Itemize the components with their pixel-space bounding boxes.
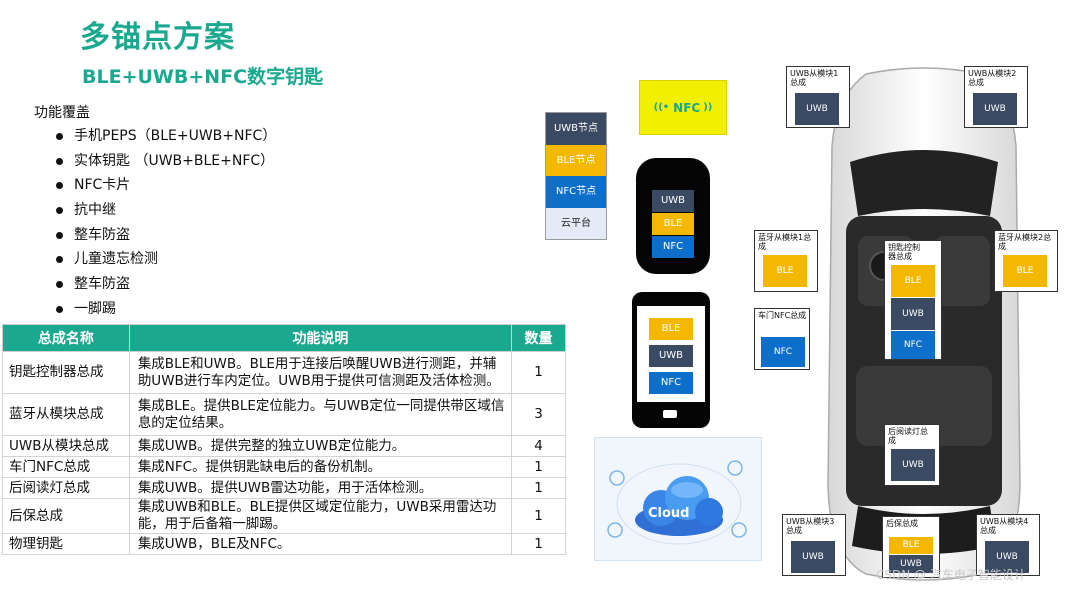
feature-item: 手机PEPS（BLE+UWB+NFC） [56, 124, 276, 149]
page-subtitle: BLE+UWB+NFC数字钥匙 [82, 66, 324, 88]
cell-qty: 4 [511, 435, 566, 457]
cell-name: 钥匙控制器总成 [2, 351, 130, 394]
cloud-illustration: Cloud [594, 437, 762, 561]
feature-item: 儿童遗忘检测 [56, 247, 276, 272]
feature-item: 一脚踢 [56, 297, 276, 322]
cell-name: 车门NFC总成 [2, 456, 130, 478]
cell-desc: 集成BLE和UWB。BLE用于连接后唤醒UWB进行测距，并辅助UWB进行车内定位… [128, 351, 513, 394]
table-row: 钥匙控制器总成 集成BLE和UWB。BLE用于连接后唤醒UWB进行测距，并辅助U… [2, 351, 566, 394]
cell-desc: 集成UWB和BLE。BLE提供区域定位能力，UWB采用雷达功能，用于后备箱一脚踢… [128, 498, 513, 534]
nfc-card: ((• NFC )) [639, 80, 727, 135]
key-ctrl-uwb-chip: UWB [891, 298, 935, 330]
uwb4-chip: UWB [985, 541, 1029, 573]
watermark: CSDN @ 汽车电子智能设计 [876, 568, 1026, 582]
cell-desc: 集成UWB。提供完整的独立UWB定位能力。 [128, 435, 513, 457]
bullet-icon [56, 305, 63, 313]
ble1-chip: BLE [763, 255, 807, 287]
table-row: 物理钥匙 集成UWB，BLE及NFC。 1 [2, 533, 566, 555]
bullet-icon [56, 256, 63, 264]
phone-screen: BLE UWB NFC [637, 306, 705, 402]
phone-ble-chip: BLE [649, 318, 693, 340]
phone-device: BLE UWB NFC [632, 292, 710, 428]
cell-qty: 1 [511, 351, 566, 394]
nfc-card-label: NFC [673, 100, 701, 115]
module-key-controller: 钥匙控制器总成 BLE UWB NFC [884, 240, 942, 360]
header-qty: 数量 [511, 324, 566, 352]
bullet-icon [56, 207, 63, 215]
cloud-icon [607, 460, 747, 545]
uwb2-chip: UWB [973, 93, 1017, 125]
fob-ble-chip: BLE [652, 213, 694, 235]
rear-bumper-ble-chip: BLE [889, 537, 933, 554]
feature-item: 整车防盗 [56, 272, 276, 297]
module-uwb1: UWB从模块1总成 UWB [786, 66, 850, 128]
features-heading: 功能覆盖 [34, 105, 90, 121]
module-rear-bumper: 后保总成 BLE UWB [882, 516, 940, 578]
cell-qty: 1 [511, 498, 566, 534]
cell-qty: 3 [511, 393, 566, 436]
feature-item: 整车防盗 [56, 223, 276, 248]
cell-name: 后保总成 [2, 498, 130, 534]
cell-name: UWB从模块总成 [2, 435, 130, 457]
key-ctrl-nfc-chip: NFC [891, 331, 935, 359]
module-uwb3: UWB从模块3总成 UWB [782, 514, 846, 576]
cell-qty: 1 [511, 456, 566, 478]
cloud-label: Cloud [648, 506, 690, 521]
table-row: 车门NFC总成 集成NFC。提供钥匙缺电后的备份机制。 1 [2, 456, 566, 478]
features-list: 手机PEPS（BLE+UWB+NFC） 实体钥匙 （UWB+BLE+NFC） N… [56, 124, 276, 322]
phone-nfc-chip: NFC [649, 372, 693, 394]
cell-name: 蓝牙从模块总成 [2, 393, 130, 436]
physical-key-fob: UWB BLE NFC [636, 158, 710, 274]
rear-bumper-uwb-chip: UWB [889, 555, 933, 573]
page-title: 多锚点方案 [80, 20, 235, 55]
feature-item: 实体钥匙 （UWB+BLE+NFC） [56, 149, 276, 174]
module-reading-light: 后阅读灯总成 UWB [884, 424, 940, 486]
fob-nfc-chip: NFC [652, 236, 694, 258]
cell-desc: 集成BLE。提供BLE定位能力。与UWB定位一同提供带区域信息的定位结果。 [128, 393, 513, 436]
module-ble1: 蓝牙从模块1总成 BLE [754, 230, 818, 292]
cell-desc: 集成NFC。提供钥匙缺电后的备份机制。 [128, 456, 513, 478]
bullet-icon [56, 133, 63, 140]
table-row: 蓝牙从模块总成 集成BLE。提供BLE定位能力。与UWB定位一同提供带区域信息的… [2, 393, 566, 436]
cell-name: 物理钥匙 [2, 533, 130, 555]
table-row: 后保总成 集成UWB和BLE。BLE提供区域定位能力，UWB采用雷达功能，用于后… [2, 498, 566, 534]
cell-name: 后阅读灯总成 [2, 477, 130, 499]
bullet-icon [56, 281, 63, 289]
phone-uwb-chip: UWB [649, 345, 693, 367]
legend-nfc: NFC节点 [546, 176, 606, 208]
feature-item: 抗中继 [56, 198, 276, 223]
legend-cloud: 云平台 [546, 207, 606, 239]
bullet-icon [56, 157, 63, 165]
feature-item: NFC卡片 [56, 173, 276, 198]
cell-desc: 集成UWB，BLE及NFC。 [128, 533, 513, 555]
reading-light-chip: UWB [891, 449, 935, 481]
cell-qty: 1 [511, 477, 566, 499]
table-row: UWB从模块总成 集成UWB。提供完整的独立UWB定位能力。 4 [2, 435, 566, 457]
cell-desc: 集成UWB。提供UWB雷达功能，用于活体检测。 [128, 477, 513, 499]
nfc-wave-icon: )) [703, 102, 713, 113]
node-legend: UWB节点 BLE节点 NFC节点 云平台 [545, 112, 607, 240]
module-uwb2: UWB从模块2总成 UWB [964, 66, 1028, 128]
nfc-wave-icon: ((• [653, 102, 670, 113]
header-desc: 功能说明 [128, 324, 513, 352]
door-nfc-chip: NFC [761, 337, 805, 367]
phone-home-button [663, 410, 677, 418]
ble2-chip: BLE [1003, 255, 1047, 287]
uwb1-chip: UWB [795, 93, 839, 125]
fob-uwb-chip: UWB [652, 190, 694, 212]
legend-uwb: UWB节点 [546, 113, 606, 145]
table-row: 后阅读灯总成 集成UWB。提供UWB雷达功能，用于活体检测。 1 [2, 477, 566, 499]
module-ble2: 蓝牙从模块2总成 BLE [994, 230, 1058, 292]
table-header-row: 总成名称 功能说明 数量 [2, 324, 566, 352]
legend-ble: BLE节点 [546, 144, 606, 176]
module-uwb4: UWB从模块4总成 UWB [976, 514, 1040, 576]
module-door-nfc: 车门NFC总成 NFC [754, 308, 810, 370]
assembly-table: 总成名称 功能说明 数量 钥匙控制器总成 集成BLE和UWB。BLE用于连接后唤… [2, 324, 566, 555]
bullet-icon [56, 231, 63, 239]
cell-qty: 1 [511, 533, 566, 555]
bullet-icon [56, 182, 63, 190]
key-ctrl-ble-chip: BLE [891, 265, 935, 297]
header-name: 总成名称 [2, 324, 130, 352]
uwb3-chip: UWB [791, 541, 835, 573]
